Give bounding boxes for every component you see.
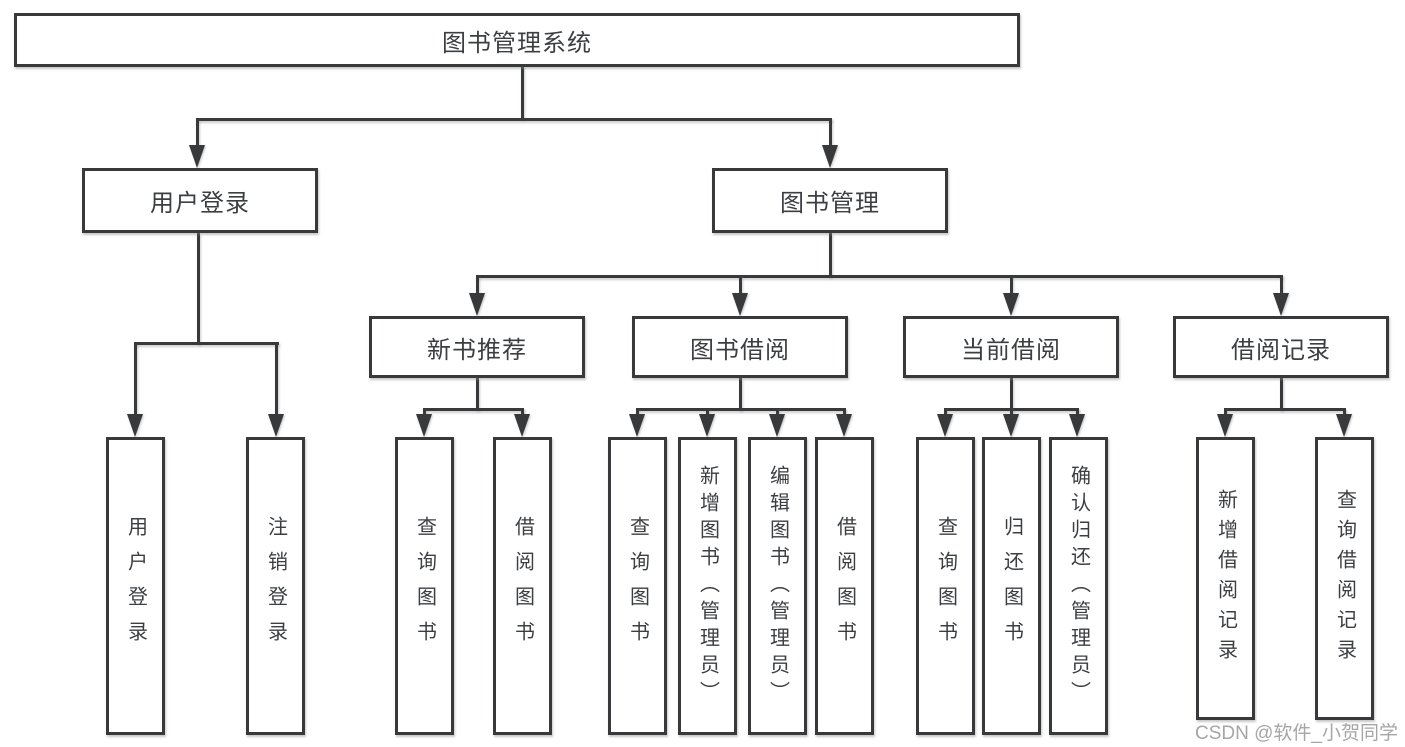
- leaf-query-borrow-record-label: 查询借阅记录: [1333, 488, 1356, 669]
- connector-borrow-records-rail: [1224, 408, 1345, 411]
- leaf-confirm-return-admin-label: 确认归还（管理员）: [1067, 464, 1090, 708]
- arrowhead-query-borrow-record: [1336, 414, 1352, 437]
- arrowhead-book-borrowing: [732, 293, 748, 316]
- leaf-query-borrow-record: 查询借阅记录: [1315, 437, 1374, 720]
- arrowhead-return-books: [1003, 414, 1019, 437]
- node-book-management: 图书管理: [712, 168, 948, 233]
- node-new-book-recommend: 新书推荐: [369, 316, 585, 378]
- leaf-query-books-3: 查询图书: [916, 437, 975, 735]
- connector-stem-current-borrowing: [1010, 275, 1013, 295]
- arrowhead-add-borrow-record: [1217, 414, 1233, 437]
- connector-stem-query-books-2: [636, 408, 639, 418]
- node-borrow-records: 借阅记录: [1173, 316, 1389, 378]
- leaf-user-login: 用户登录: [106, 437, 165, 735]
- leaf-add-books-admin-label: 新增图书（管理员）: [696, 464, 719, 708]
- arrowhead-edit-books: [769, 414, 785, 437]
- leaf-add-borrow-record-label: 新增借阅记录: [1214, 488, 1237, 669]
- leaf-borrow-books-1: 借阅图书: [493, 437, 552, 735]
- arrowhead-borrow-books-1: [514, 414, 530, 437]
- node-root-label: 图书管理系统: [442, 29, 592, 57]
- connector-stem-query-borrow-record: [1343, 408, 1346, 418]
- leaf-edit-books-admin: 编辑图书（管理员）: [748, 437, 807, 735]
- leaf-edit-books-admin-label: 编辑图书（管理员）: [766, 464, 789, 708]
- leaf-query-books-1: 查询图书: [395, 437, 454, 735]
- leaf-user-login-label: 用户登录: [124, 516, 147, 656]
- connector-book-borrowing-drop: [739, 378, 742, 410]
- leaf-query-books-2-label: 查询图书: [626, 516, 649, 656]
- connector-user-login-rail: [134, 342, 279, 345]
- connector-user-login-drop: [197, 233, 200, 344]
- leaf-borrow-books-2: 借阅图书: [815, 437, 874, 735]
- arrowhead-leaf-logout: [268, 414, 284, 437]
- node-user-login: 用户登录: [82, 168, 318, 233]
- leaf-query-books-2: 查询图书: [608, 437, 667, 735]
- node-current-borrowing: 当前借阅: [903, 316, 1119, 378]
- arrowhead-borrow-records: [1273, 293, 1289, 316]
- leaf-borrow-books-2-label: 借阅图书: [833, 516, 856, 656]
- node-new-book-recommend-label: 新书推荐: [427, 336, 527, 364]
- arrowhead-borrow-books-2: [836, 414, 852, 437]
- arrowhead-book-management: [822, 145, 838, 168]
- connector-stem-confirm-return: [1076, 408, 1079, 418]
- leaf-confirm-return-admin: 确认归还（管理员）: [1049, 437, 1108, 735]
- connector-stem-leaf-logout: [275, 342, 278, 416]
- node-borrow-records-label: 借阅记录: [1231, 336, 1331, 364]
- node-root: 图书管理系统: [14, 13, 1020, 67]
- node-user-login-label: 用户登录: [150, 190, 250, 217]
- connector-stem-book-borrowing: [739, 275, 742, 295]
- leaf-logout: 注销登录: [246, 437, 305, 735]
- node-book-borrowing: 图书借阅: [632, 316, 848, 378]
- connector-stem-edit-books: [776, 408, 779, 418]
- node-current-borrowing-label: 当前借阅: [961, 336, 1061, 364]
- arrowhead-query-books-2: [629, 414, 645, 437]
- connector-stem-borrow-records: [1280, 275, 1283, 295]
- leaf-query-books-1-label: 查询图书: [413, 516, 436, 656]
- connector-stem-borrow-books-1: [521, 408, 524, 418]
- leaf-return-books: 归还图书: [982, 437, 1041, 735]
- connector-stem-leaf-user-login: [134, 342, 137, 416]
- connector-level3-rail: [476, 275, 1283, 278]
- arrowhead-confirm-return: [1069, 414, 1085, 437]
- leaf-add-borrow-record: 新增借阅记录: [1196, 437, 1255, 720]
- connector-stem-new-book-recommend: [476, 275, 479, 295]
- node-book-borrowing-label: 图书借阅: [690, 336, 790, 364]
- arrowhead-new-book-recommend: [469, 293, 485, 316]
- arrowhead-user-login: [189, 145, 205, 168]
- leaf-return-books-label: 归还图书: [1000, 516, 1023, 656]
- leaf-add-books-admin: 新增图书（管理员）: [678, 437, 737, 735]
- arrowhead-query-books-3: [937, 414, 953, 437]
- arrowhead-leaf-user-login: [127, 414, 143, 437]
- node-book-management-label: 图书管理: [780, 190, 880, 217]
- connector-book-borrowing-rail: [636, 408, 845, 411]
- leaf-query-books-3-label: 查询图书: [934, 516, 957, 656]
- watermark: CSDN @软件_小贺同学: [1195, 723, 1398, 744]
- connector-stem-book-management: [829, 118, 832, 147]
- connector-stem-user-login: [196, 118, 199, 147]
- connector-stem-return-books: [1010, 408, 1013, 418]
- connector-stem-query-books-3: [944, 408, 947, 418]
- connector-new-book-recommend-rail: [423, 408, 524, 411]
- connector-stem-add-borrow-record: [1224, 408, 1227, 418]
- leaf-logout-label: 注销登录: [264, 516, 287, 656]
- arrowhead-current-borrowing: [1003, 293, 1019, 316]
- connector-current-borrowing-drop: [1010, 378, 1013, 410]
- connector-stem-query-books-1: [423, 408, 426, 418]
- connector-level2-rail: [196, 118, 832, 121]
- arrowhead-add-books: [699, 414, 715, 437]
- connector-borrow-records-drop: [1280, 378, 1283, 410]
- connector-new-book-recommend-drop: [476, 378, 479, 410]
- arrowhead-query-books-1: [416, 414, 432, 437]
- connector-book-management-drop: [829, 233, 832, 277]
- connector-stem-borrow-books-2: [843, 408, 846, 418]
- leaf-borrow-books-1-label: 借阅图书: [511, 516, 534, 656]
- connector-root-drop: [521, 66, 524, 119]
- connector-stem-add-books: [706, 408, 709, 418]
